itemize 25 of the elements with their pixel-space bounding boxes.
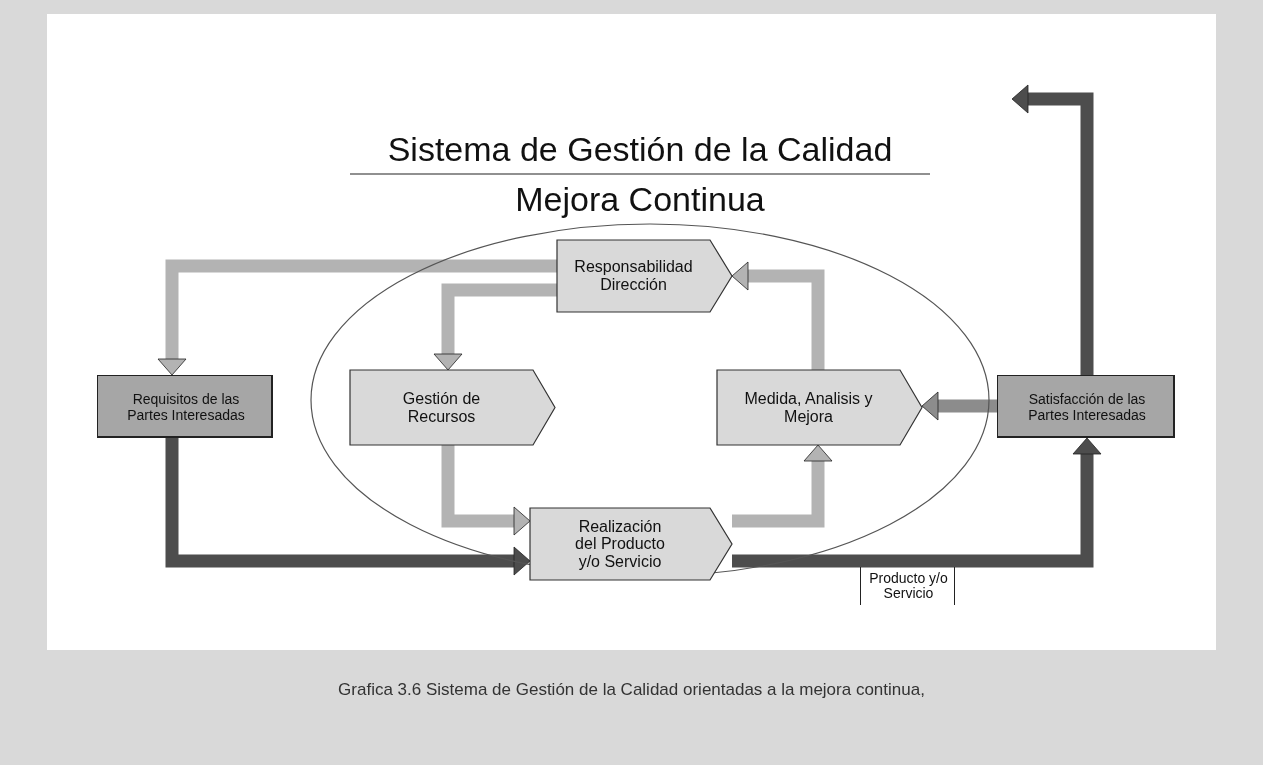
arrow bbox=[732, 437, 1102, 568]
process-chevron bbox=[530, 508, 732, 580]
node-label: Responsabilidad Dirección bbox=[573, 257, 694, 295]
node-label: Requisitos de las Partes Interesadas bbox=[126, 390, 246, 425]
node-label: Satisfacción de las Partes Interesadas bbox=[1027, 390, 1147, 425]
process-chevron bbox=[557, 240, 732, 312]
node-label: Medida, Analisis y Mejora bbox=[743, 388, 874, 427]
arrow bbox=[732, 444, 833, 528]
arrow bbox=[1011, 84, 1094, 375]
arrow bbox=[433, 283, 557, 371]
process-chevron bbox=[350, 370, 555, 445]
title: Sistema de Gestión de la Calidad bbox=[386, 130, 894, 169]
process-chevron bbox=[717, 370, 922, 445]
node-label: Producto y/o Servicio bbox=[868, 568, 949, 603]
arrow bbox=[441, 445, 531, 536]
arrow bbox=[731, 261, 825, 370]
stakeholder-box bbox=[97, 375, 273, 438]
figure-caption: Grafica 3.6 Sistema de Gestión de la Calidad orientadas a la mejora continua, bbox=[337, 680, 926, 700]
node-label: Realización del Producto y/o Servicio bbox=[574, 516, 666, 572]
annotation-bracket bbox=[860, 567, 955, 605]
arrow bbox=[165, 438, 531, 576]
arrow bbox=[157, 259, 557, 376]
subtitle: Mejora Continua bbox=[514, 180, 766, 219]
stakeholder-box bbox=[997, 375, 1175, 438]
node-label: Gestión de Recursos bbox=[401, 388, 482, 427]
